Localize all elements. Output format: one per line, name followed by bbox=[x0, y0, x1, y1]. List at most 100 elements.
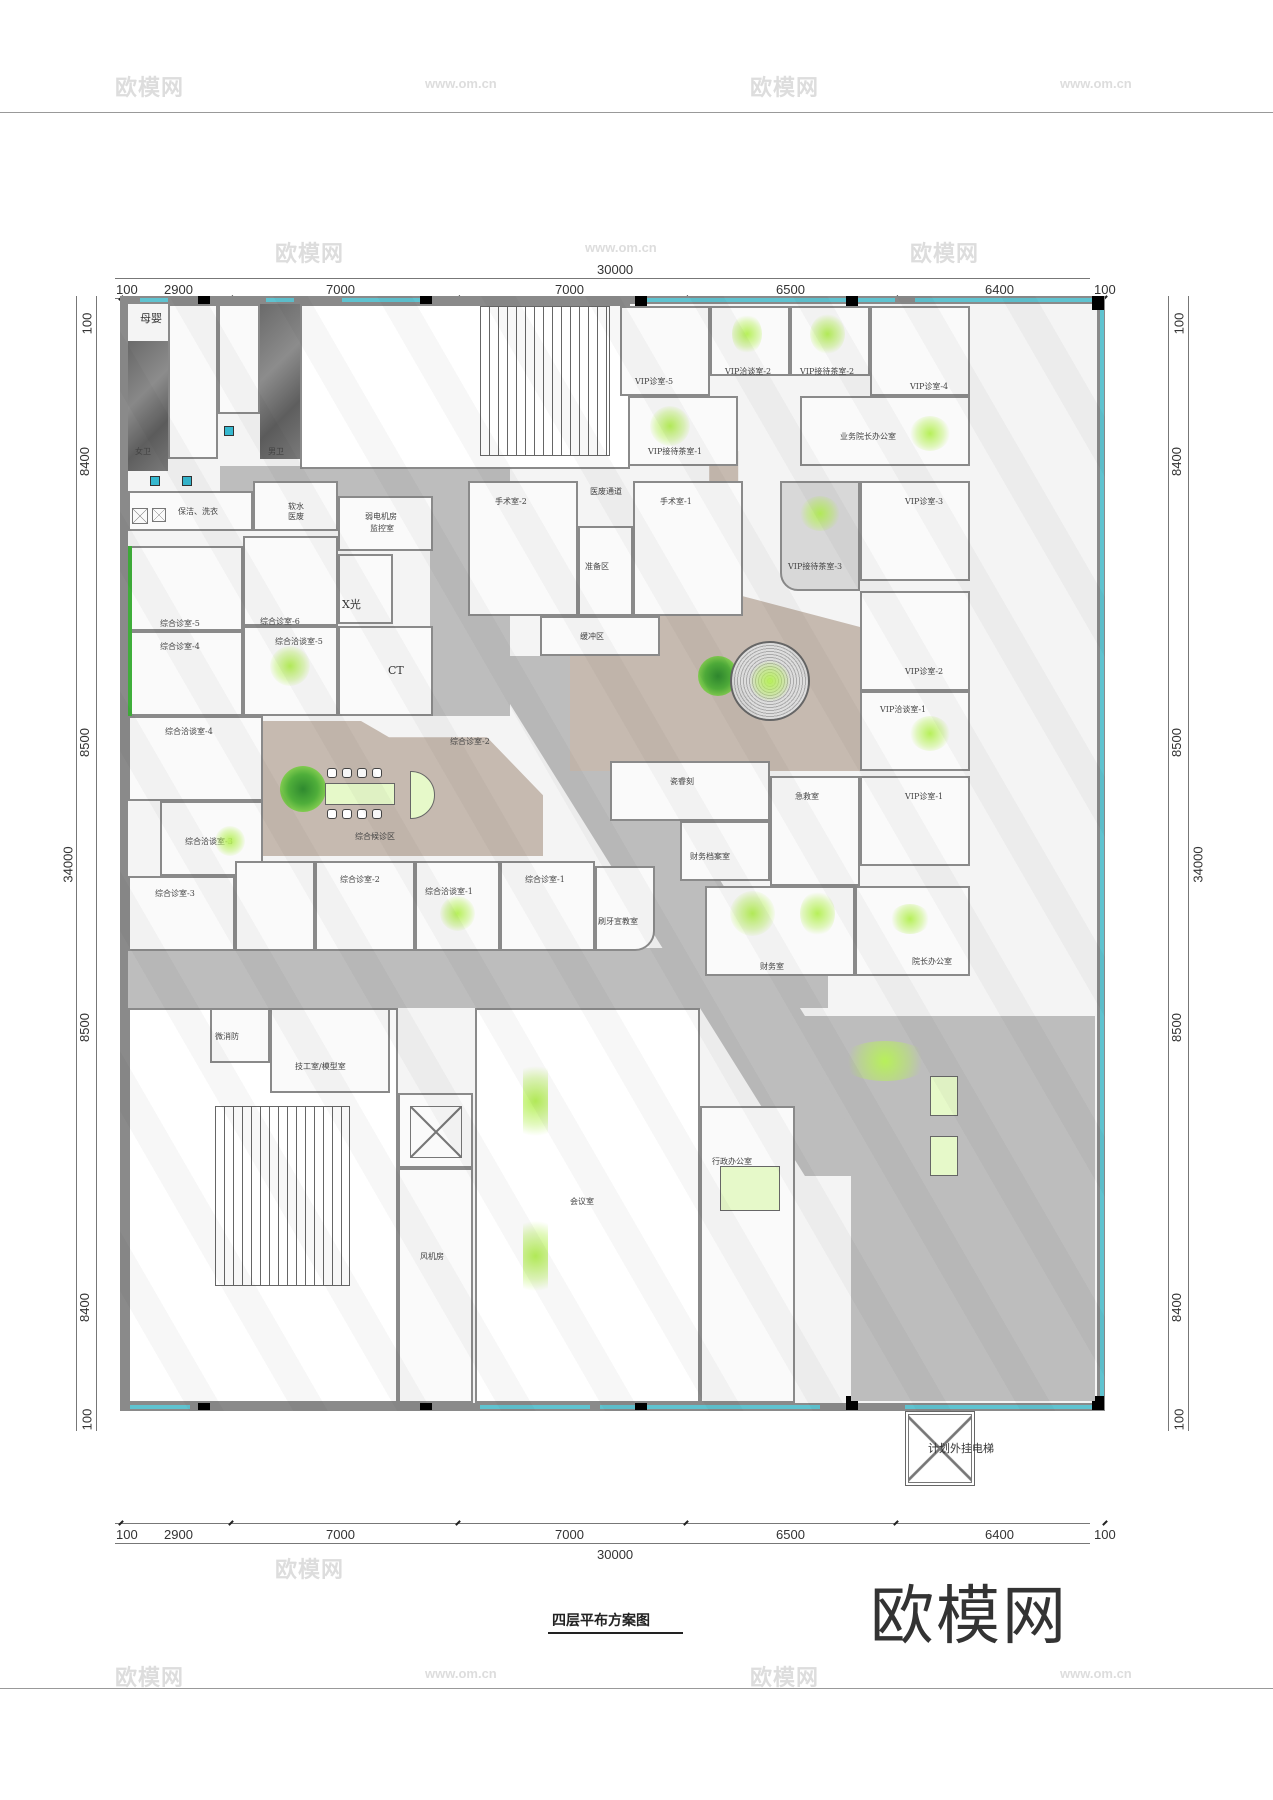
room-clinic-2 bbox=[315, 861, 415, 951]
title-underline bbox=[548, 1632, 683, 1634]
room-label: VIP洽谈室-2 bbox=[725, 367, 772, 376]
room-label: 缓冲区 bbox=[580, 632, 604, 641]
dim-left-seg: 8400 bbox=[76, 447, 92, 476]
room-label: VIP诊室-1 bbox=[905, 792, 944, 801]
room-label: 会议室 bbox=[570, 1197, 594, 1206]
dim-right-seg: 100 bbox=[1171, 1408, 1187, 1431]
room-weak-current bbox=[338, 496, 433, 551]
room-label: VIP接待茶室-1 bbox=[648, 447, 703, 456]
room-label: 保洁、洗衣 bbox=[178, 507, 218, 516]
window bbox=[905, 1405, 1095, 1409]
room-fire-control bbox=[210, 1008, 270, 1063]
room-label: 母婴 bbox=[140, 312, 162, 325]
room-surgery-1 bbox=[633, 481, 743, 616]
room-label: 行政办公室 bbox=[712, 1157, 752, 1166]
room-label: 财务档案室 bbox=[690, 852, 730, 861]
watermark: 欧模网 bbox=[275, 241, 345, 266]
room-label: VIP接待茶室-3 bbox=[788, 562, 843, 571]
room-vip-clinic-2 bbox=[860, 591, 970, 691]
room-soft-water bbox=[253, 481, 338, 531]
drawing-title: 四层平布方案图 bbox=[552, 1613, 650, 1629]
room-clinic-4 bbox=[128, 631, 243, 716]
room-label: 综合诊室-3 bbox=[155, 889, 195, 898]
room-label: 综合诊室-1 bbox=[525, 875, 565, 884]
dim-right-seg: 8500 bbox=[1168, 1013, 1184, 1042]
room-label: 综合候诊区 bbox=[355, 832, 395, 841]
watermark: 欧模网 bbox=[115, 75, 185, 100]
room-hall bbox=[235, 861, 315, 951]
elevator-icon bbox=[410, 1106, 462, 1158]
room-label: 技工室/模型室 bbox=[295, 1062, 346, 1071]
room-sterilization bbox=[610, 761, 770, 821]
sink-icon bbox=[150, 476, 160, 486]
room-buffer bbox=[540, 616, 660, 656]
outer-wall-top bbox=[120, 296, 1105, 304]
outer-wall-left bbox=[120, 296, 128, 1411]
window bbox=[342, 298, 420, 302]
room-label: 软水 bbox=[288, 502, 304, 511]
dim-line-top-total bbox=[115, 278, 1090, 279]
window bbox=[915, 298, 1095, 302]
dim-bottom-seg: 2900 bbox=[164, 1527, 193, 1542]
room-label: 男卫 bbox=[268, 447, 284, 456]
room-label: 微消防 bbox=[215, 1032, 239, 1041]
room-vip-clinic-3 bbox=[860, 481, 970, 581]
watermark-url: www.om.cn bbox=[585, 240, 657, 255]
page-bottom-rule bbox=[0, 1688, 1273, 1689]
room-label: 计划外挂电梯 bbox=[928, 1442, 994, 1455]
stairs-icon bbox=[480, 306, 610, 456]
elevator-icon bbox=[908, 1414, 972, 1483]
room-label: 综合诊室-4 bbox=[160, 642, 200, 651]
room-label: 弱电机房 bbox=[365, 512, 397, 521]
window bbox=[645, 298, 895, 302]
room-clinic-3 bbox=[128, 876, 235, 951]
dim-top-seg: 6400 bbox=[985, 282, 1014, 297]
room-label: 业务院长办公室 bbox=[840, 432, 896, 441]
room-label: 监控室 bbox=[370, 524, 394, 533]
room-vip-clinic-1 bbox=[860, 776, 970, 866]
room-label: 准备区 bbox=[585, 562, 609, 571]
room-label: 女卫 bbox=[135, 447, 151, 456]
room-label: 院长办公室 bbox=[912, 957, 952, 966]
shelf-icon bbox=[132, 508, 148, 524]
room-label: 医废通道 bbox=[590, 487, 622, 496]
dim-top-total: 30000 bbox=[597, 262, 634, 277]
watermark-url: www.om.cn bbox=[425, 76, 497, 91]
room-label: 手术室-2 bbox=[495, 497, 527, 506]
room-label: VIP洽谈室-1 bbox=[880, 705, 927, 714]
watermark-url: www.om.cn bbox=[1060, 1666, 1132, 1681]
dim-left-total: 34000 bbox=[60, 846, 76, 883]
stairs-icon bbox=[215, 1106, 350, 1286]
corridor-lobby bbox=[790, 1016, 1095, 1401]
dim-left-seg: 8500 bbox=[76, 728, 92, 757]
room-clinic-6 bbox=[243, 536, 338, 626]
dim-bottom-seg: 7000 bbox=[326, 1527, 355, 1542]
dim-bottom-seg: 6500 bbox=[776, 1527, 805, 1542]
room-fan bbox=[398, 1168, 473, 1403]
room-label: 综合诊室-6 bbox=[260, 617, 300, 626]
dim-right-seg: 8400 bbox=[1168, 447, 1184, 476]
sink-icon bbox=[224, 426, 234, 436]
watermark: 欧模网 bbox=[275, 1557, 345, 1582]
dim-bottom-seg: 6400 bbox=[985, 1527, 1014, 1542]
window-right bbox=[1100, 306, 1104, 1401]
room-label: 综合诊室-2 bbox=[340, 875, 380, 884]
dim-bottom-seg: 100 bbox=[1094, 1527, 1116, 1542]
room-cleaning bbox=[128, 491, 253, 531]
dim-top-seg: 2900 bbox=[164, 282, 193, 297]
dim-line-bottom-total bbox=[115, 1543, 1090, 1544]
window bbox=[140, 298, 168, 302]
dim-left-seg: 8400 bbox=[76, 1293, 92, 1322]
room-surgery-2 bbox=[468, 481, 578, 616]
dim-left-seg: 8500 bbox=[76, 1013, 92, 1042]
room-lab bbox=[270, 1008, 390, 1093]
room-label: 综合洽谈室-5 bbox=[275, 637, 323, 646]
dim-bottom-seg: 7000 bbox=[555, 1527, 584, 1542]
dim-top-seg: 100 bbox=[1094, 282, 1116, 297]
room-label: 财务室 bbox=[760, 962, 784, 971]
office-desk bbox=[720, 1166, 780, 1211]
dim-line-left-segments bbox=[96, 296, 97, 1431]
room-vip-tea-1 bbox=[628, 396, 738, 466]
dim-top-seg: 7000 bbox=[555, 282, 584, 297]
window bbox=[480, 1405, 590, 1409]
